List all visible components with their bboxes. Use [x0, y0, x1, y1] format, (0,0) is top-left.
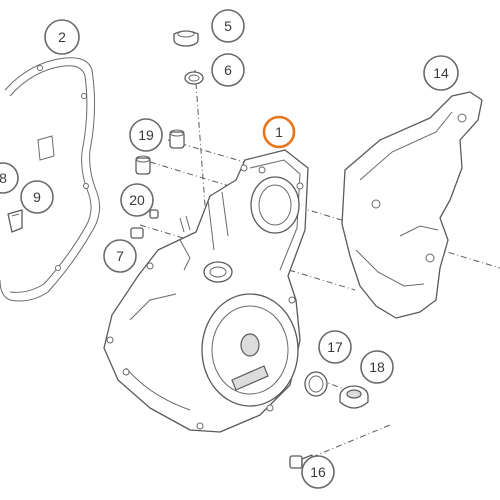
callout-1: 1	[262, 115, 296, 149]
callout-number: 2	[58, 29, 66, 45]
callout-5: 5	[211, 9, 245, 43]
callout-circle	[301, 455, 335, 489]
callout-number: 16	[310, 464, 326, 480]
callout-number: 1	[275, 124, 283, 140]
callout-14: 14	[423, 55, 459, 91]
callout-19: 19	[129, 118, 163, 152]
callout-circle	[423, 55, 459, 91]
bracket-part	[7, 209, 23, 233]
callout-circle	[0, 162, 19, 194]
screw-plug	[173, 30, 199, 47]
callout-number: 17	[327, 339, 343, 355]
callout-16: 16	[301, 455, 335, 489]
clutch-cover	[103, 149, 309, 433]
callout-circle	[103, 239, 137, 273]
cover-gasket	[0, 57, 100, 302]
o-ring-small	[184, 71, 204, 85]
screw-cap	[339, 385, 369, 409]
callout-circle	[211, 53, 245, 87]
callout-circle	[360, 350, 394, 384]
callout-6: 6	[211, 53, 245, 87]
bushing-parts	[135, 129, 185, 175]
callout-number: 9	[33, 189, 41, 205]
callout-7: 7	[103, 239, 137, 273]
callout-2: 2	[44, 19, 80, 55]
outer-guard	[341, 91, 483, 319]
callout-number: 20	[129, 192, 145, 208]
callout-20: 20	[120, 183, 154, 217]
callout-number: 5	[224, 18, 232, 34]
callout-circle	[120, 183, 154, 217]
callout-number: 19	[138, 127, 154, 143]
callout-circle	[318, 330, 352, 364]
callout-layer: 1 2 5 6 7 8 9 14 16 17 18 19 20	[0, 9, 459, 489]
callout-9: 9	[20, 180, 54, 214]
callout-18: 18	[360, 350, 394, 384]
callout-circle	[129, 118, 163, 152]
callout-circle	[262, 115, 296, 149]
callout-8: 8	[0, 162, 19, 194]
callout-number: 8	[0, 170, 7, 186]
callout-circle	[211, 9, 245, 43]
o-ring-large	[304, 371, 328, 397]
callout-circle	[20, 180, 54, 214]
callout-number: 14	[433, 65, 449, 81]
callout-number: 18	[369, 359, 385, 375]
dowel-pins	[130, 209, 159, 239]
callout-number: 7	[116, 248, 124, 264]
callout-circle	[44, 19, 80, 55]
callout-number: 6	[224, 62, 232, 78]
callout-17: 17	[318, 330, 352, 364]
